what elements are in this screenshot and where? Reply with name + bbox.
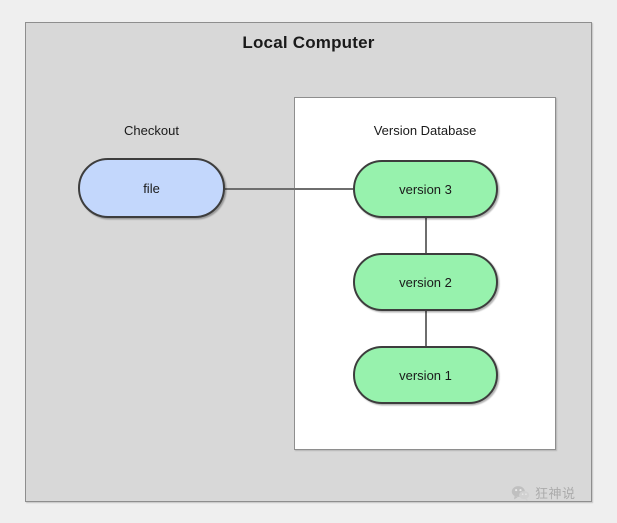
version-database-label: Version Database: [373, 123, 477, 138]
node-version-3[interactable]: version 3: [353, 160, 498, 218]
local-computer-title: Local Computer: [242, 33, 375, 52]
node-version-1[interactable]: version 1: [353, 346, 498, 404]
edge-file-to-version3: [225, 188, 353, 190]
wechat-icon: [511, 485, 530, 501]
edge-version2-to-version1: [425, 311, 427, 346]
watermark: 狂神说: [511, 483, 576, 502]
watermark-text: 狂神说: [535, 487, 576, 502]
node-version-2[interactable]: version 2: [353, 253, 498, 311]
checkout-label: Checkout: [124, 123, 179, 138]
edge-version3-to-version2: [425, 218, 427, 253]
node-file[interactable]: file: [78, 158, 225, 218]
